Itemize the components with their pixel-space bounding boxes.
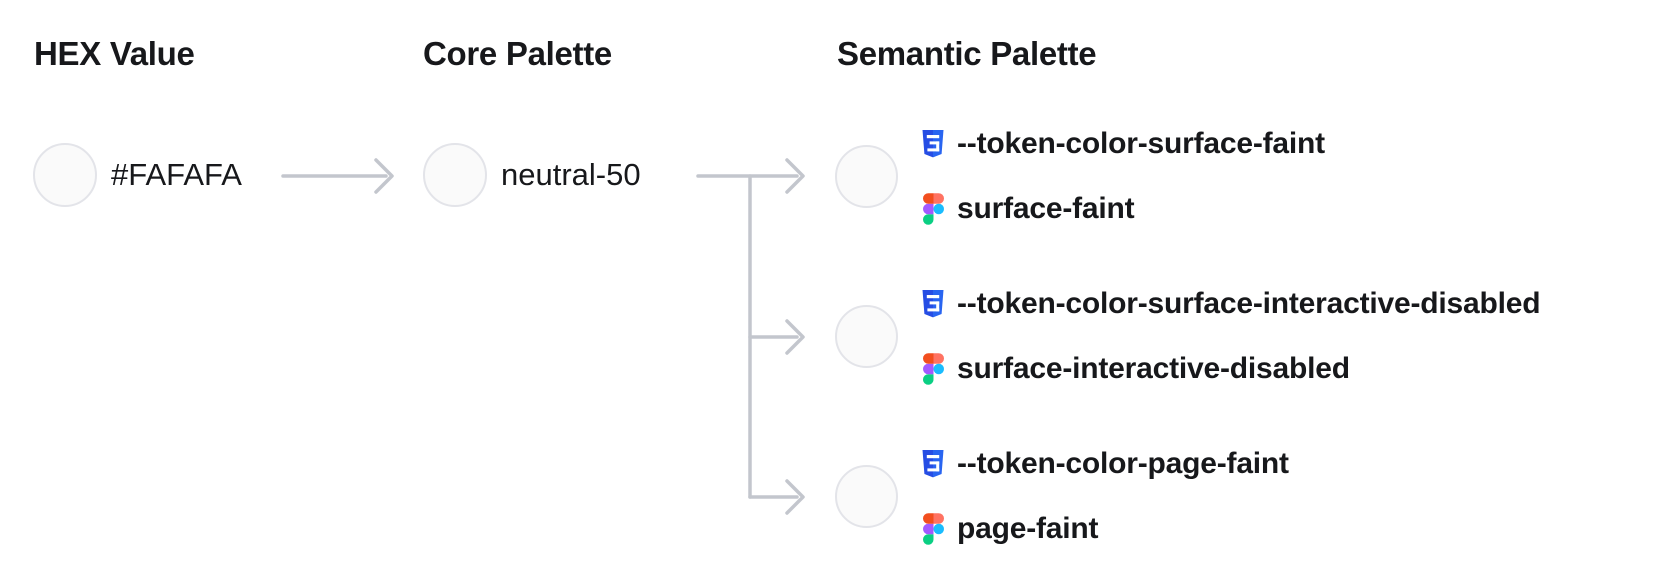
arrow-core-to-semantic-3-icon xyxy=(748,479,805,515)
figma-token-label: surface-faint xyxy=(957,192,1135,225)
css-variable-label: --token-color-surface-faint xyxy=(957,127,1325,160)
css3-icon xyxy=(920,447,946,481)
css-variable-label: --token-color-page-faint xyxy=(957,447,1289,480)
figma-icon xyxy=(920,352,946,386)
css-variable-line: --token-color-surface-interactive-disabl… xyxy=(920,280,1541,328)
figma-token-label: page-faint xyxy=(957,512,1099,545)
arrow-core-to-semantic-1-icon xyxy=(696,158,805,194)
hex-color-swatch xyxy=(33,143,97,207)
semantic-token-row: --token-color-page-faint page-faint xyxy=(835,440,1289,553)
semantic-color-swatch xyxy=(835,465,898,528)
semantic-color-swatch xyxy=(835,305,898,368)
core-color-swatch xyxy=(423,143,487,207)
hex-value-node: #FAFAFA xyxy=(33,143,242,207)
figma-token-line: surface-faint xyxy=(920,185,1325,233)
semantic-token-row: --token-color-surface-interactive-disabl… xyxy=(835,280,1541,393)
css-variable-line: --token-color-surface-faint xyxy=(920,120,1325,168)
arrow-hex-to-core-icon xyxy=(281,158,394,194)
semantic-token-row: --token-color-surface-faint surface-fain… xyxy=(835,120,1325,233)
core-palette-node: neutral-50 xyxy=(423,143,641,207)
figma-token-label: surface-interactive-disabled xyxy=(957,352,1350,385)
figma-icon xyxy=(920,192,946,226)
hex-value-heading: HEX Value xyxy=(34,35,195,72)
hex-value-label: #FAFAFA xyxy=(111,157,242,192)
figma-token-line: surface-interactive-disabled xyxy=(920,345,1540,393)
css-variable-label: --token-color-surface-interactive-disabl… xyxy=(957,287,1541,320)
semantic-color-swatch xyxy=(835,145,898,208)
css3-icon xyxy=(920,127,946,161)
arrow-core-to-semantic-2-icon xyxy=(748,319,805,355)
figma-icon xyxy=(920,512,946,546)
core-token-label: neutral-50 xyxy=(501,157,641,192)
core-palette-heading: Core Palette xyxy=(423,35,612,72)
css3-icon xyxy=(920,287,946,321)
css-variable-line: --token-color-page-faint xyxy=(920,440,1289,488)
figma-token-line: page-faint xyxy=(920,505,1289,553)
semantic-palette-heading: Semantic Palette xyxy=(837,35,1097,72)
